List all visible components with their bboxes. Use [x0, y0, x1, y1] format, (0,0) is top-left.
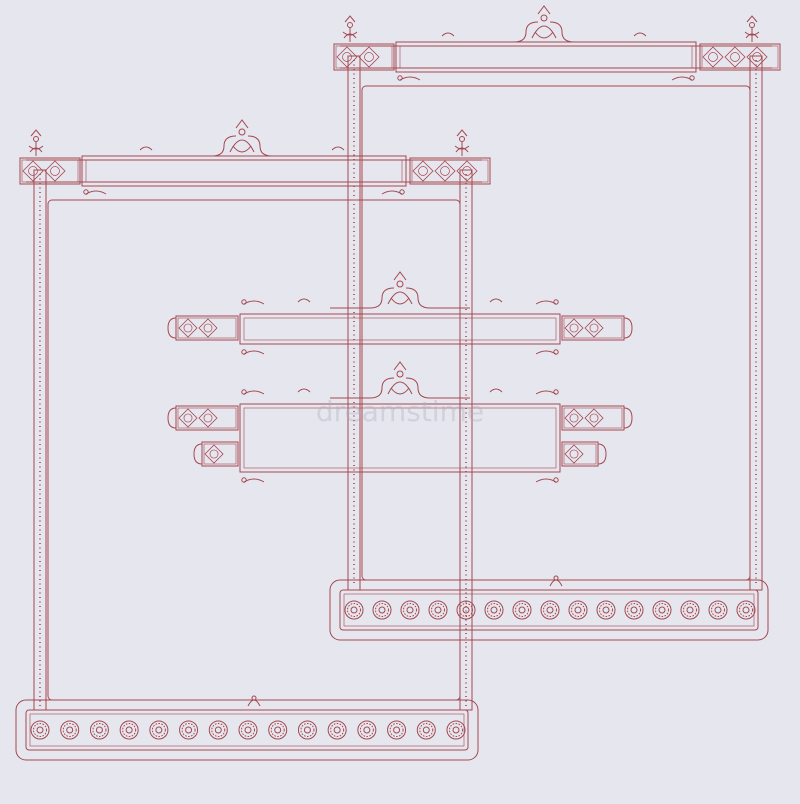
ornamental-frame: [329, 5, 781, 641]
ornamental-banner: [167, 361, 633, 483]
end-knob-ornament: [623, 317, 633, 339]
medallion-ornament: [736, 600, 756, 620]
medallion-ornament: [596, 600, 616, 620]
medallion-ornament: [344, 600, 364, 620]
medallion-ornament: [372, 600, 392, 620]
lattice-ornament: [175, 315, 239, 341]
medallion-ornament: [680, 600, 700, 620]
medallion-ornament: [624, 600, 644, 620]
medallion-ornament: [297, 720, 317, 740]
crest-ornament: [139, 119, 345, 157]
medallion-ornament: [568, 600, 588, 620]
finial-ornament: [744, 15, 760, 42]
crest-ornament: [441, 5, 647, 43]
scroll-flourish: [241, 299, 265, 305]
finial-ornament: [28, 129, 44, 156]
medallion-ornament: [512, 600, 532, 620]
medallion-ornament: [149, 720, 169, 740]
end-knob-ornament: [193, 443, 203, 465]
end-knob-ornament: [167, 407, 177, 429]
lattice-ornament: [19, 157, 81, 185]
lattice-ornament: [699, 43, 781, 71]
medallion-ornament: [208, 720, 228, 740]
medallion-ornament: [540, 600, 560, 620]
medallion-ornament: [268, 720, 288, 740]
scroll-flourish: [535, 299, 559, 305]
scroll-flourish: [241, 349, 265, 355]
lattice-ornament: [561, 441, 599, 467]
medallion-ornament: [428, 600, 448, 620]
lattice-ornament: [333, 43, 395, 71]
scroll-flourish: [671, 75, 695, 81]
scroll-flourish: [535, 477, 559, 483]
lattice-ornament: [409, 157, 491, 185]
medallion-ornament: [708, 600, 728, 620]
lattice-ornament: [201, 441, 239, 467]
end-knob-ornament: [597, 443, 607, 465]
lattice-ornament: [561, 405, 625, 431]
medallion-ornament: [357, 720, 377, 740]
scroll-flourish: [535, 389, 559, 395]
end-knob-ornament: [167, 317, 177, 339]
medallion-ornament: [238, 720, 258, 740]
medallion-ornament: [60, 720, 80, 740]
ornamental-frame: [15, 119, 491, 761]
end-knob-ornament: [623, 407, 633, 429]
crest-ornament: [297, 361, 503, 399]
medallion-ornament: [446, 720, 466, 740]
medallion-ornament: [327, 720, 347, 740]
finial-ornament: [454, 129, 470, 156]
medallion-ornament: [89, 720, 109, 740]
crest-ornament: [297, 271, 503, 309]
scroll-flourish: [535, 349, 559, 355]
medallion-ornament: [652, 600, 672, 620]
medallion-ornament: [387, 720, 407, 740]
scroll-flourish: [397, 75, 421, 81]
scroll-flourish: [241, 389, 265, 395]
finial-ornament: [342, 15, 358, 42]
scroll-flourish: [83, 189, 107, 195]
lattice-ornament: [175, 405, 239, 431]
scroll-flourish: [381, 189, 405, 195]
ornamental-banner: [167, 271, 633, 355]
medallion-ornament: [30, 720, 50, 740]
medallion-ornament: [119, 720, 139, 740]
medallion-ornament: [179, 720, 199, 740]
scroll-flourish: [241, 477, 265, 483]
medallion-ornament: [484, 600, 504, 620]
medallion-ornament: [416, 720, 436, 740]
lattice-ornament: [561, 315, 625, 341]
medallion-ornament: [400, 600, 420, 620]
